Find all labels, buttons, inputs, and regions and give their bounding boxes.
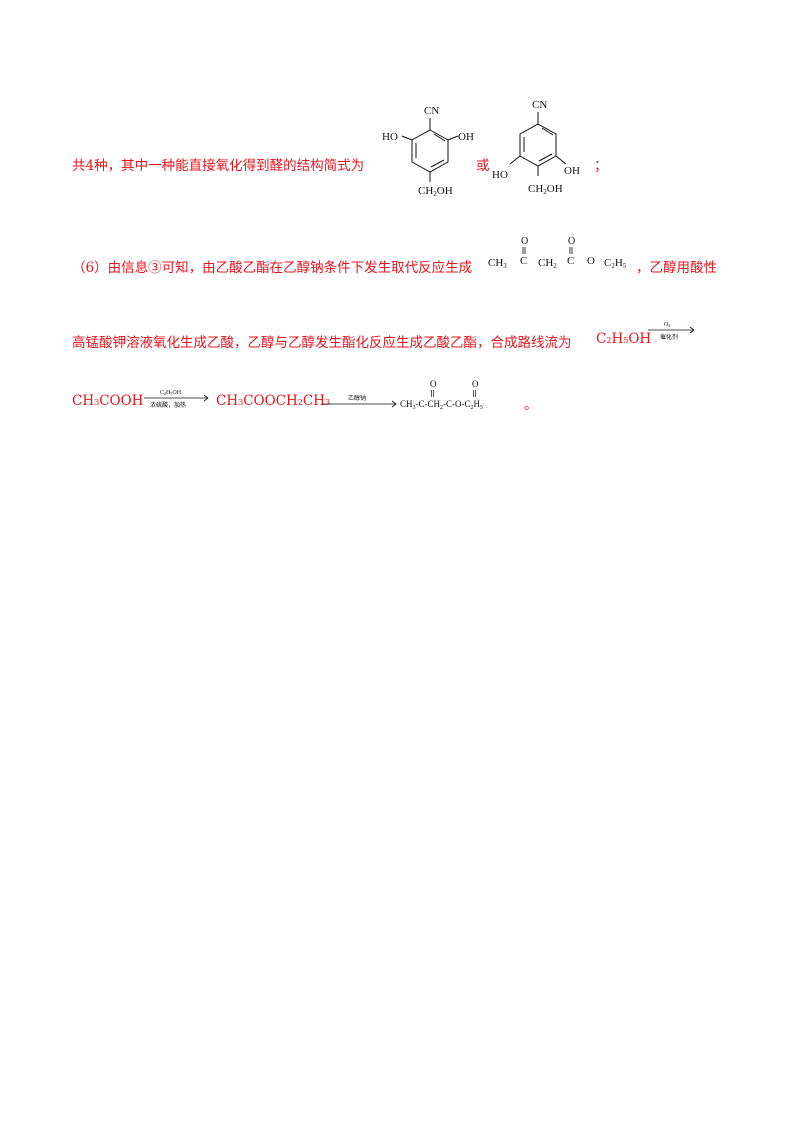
para3-text: 高锰酸钾溶液氧化生成乙酸，乙醇与乙醇发生酯化反应生成乙酸乙酯，合成路线流为 bbox=[72, 335, 572, 351]
or-word: 或 bbox=[476, 158, 490, 174]
para4-end: 。 bbox=[524, 397, 538, 413]
mol1-ch2oh: CH2OH bbox=[418, 185, 453, 198]
mol2-cn: CN bbox=[532, 99, 547, 111]
ester-formula: CH3COOCH2CH3 bbox=[216, 393, 331, 409]
formula-o1: O bbox=[521, 236, 528, 247]
para1-text: 共4种，其中一种能直接氧化得到醛的结构简式为 bbox=[72, 154, 364, 174]
product-o2: O bbox=[472, 379, 479, 389]
para2-tail: ，乙醇用酸性 bbox=[636, 260, 717, 276]
mol2-ho: HO bbox=[492, 169, 508, 181]
reaction-arrow-3: 乙醇钠 bbox=[322, 394, 397, 408]
mol2-oh: OH bbox=[564, 165, 580, 177]
mol2-ch2oh: CH2OH bbox=[528, 183, 563, 196]
formula-ch3: CH3 bbox=[488, 257, 507, 270]
formula-c2: C bbox=[567, 255, 574, 267]
product-formula-1: O O CH3 C CH2 C O C2H5 bbox=[488, 236, 627, 270]
mol1-cn: CN bbox=[424, 105, 439, 117]
formula-o3: O bbox=[587, 255, 595, 267]
reaction-arrow-1: O2 催化剂 bbox=[648, 322, 695, 341]
para1-sentence: 共4种，其中一种能直接氧化得到醛的结构简式为 bbox=[72, 158, 365, 174]
para2-text: （6）由信息③可知，由乙酸乙酯在乙醇钠条件下发生取代反应生成 bbox=[72, 260, 473, 276]
formula-c1: C bbox=[520, 255, 527, 267]
arrow2-top: C2H5OH bbox=[160, 390, 182, 396]
para1-end: ； bbox=[594, 158, 608, 174]
reaction-arrow-2: C2H5OH 浓硫酸，加热 bbox=[144, 390, 209, 409]
arrow3-top: 乙醇钠 bbox=[348, 394, 366, 402]
formula-o2: O bbox=[568, 236, 575, 247]
product-chain: CH3-C-CH2-C-O-C2H5 bbox=[400, 399, 483, 411]
acid-formula: CH3COOH bbox=[72, 393, 144, 409]
mol1-oh: OH bbox=[458, 131, 474, 143]
formula-c2h5: C2H5 bbox=[604, 257, 627, 270]
benzene-structure-1: CN HO OH CH2OH bbox=[382, 105, 474, 198]
arrow1-bottom: 催化剂 bbox=[660, 333, 678, 341]
product-formula-2: O O CH3-C-CH2-C-O-C2H5 bbox=[400, 379, 483, 411]
arrow1-top: O2 bbox=[664, 322, 670, 328]
product-o1: O bbox=[430, 379, 437, 389]
para3-start: C2H5OH bbox=[596, 331, 652, 347]
mol1-ho: HO bbox=[382, 131, 398, 143]
arrow2-bottom: 浓硫酸，加热 bbox=[150, 401, 186, 409]
benzene-structure-2: CN HO OH CH2OH bbox=[492, 99, 580, 196]
formula-ch2: CH2 bbox=[538, 257, 557, 270]
